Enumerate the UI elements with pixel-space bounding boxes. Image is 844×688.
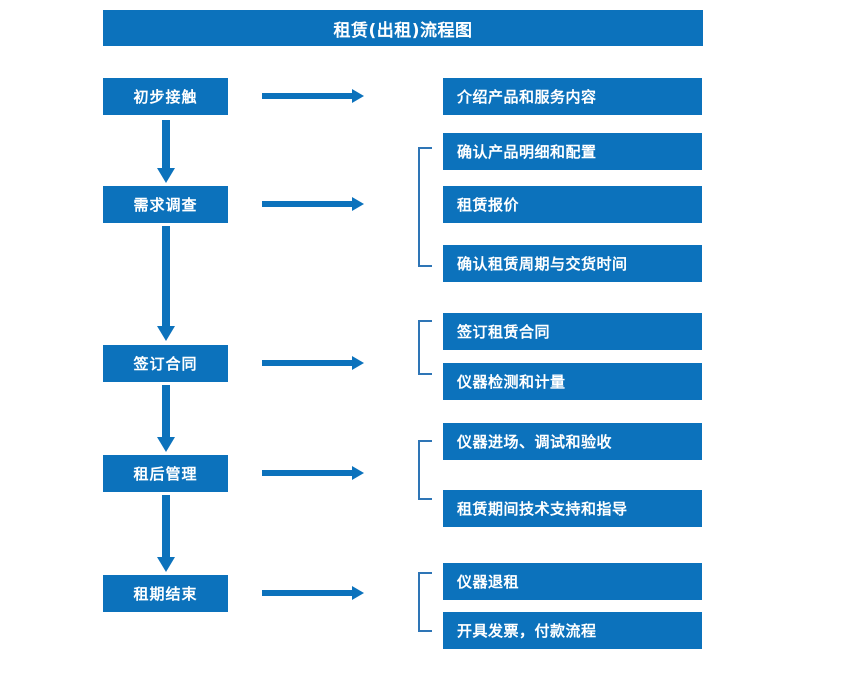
group-bracket-5 bbox=[417, 572, 433, 632]
right-arrow-2 bbox=[262, 196, 365, 212]
detail-box-9[interactable]: 仪器退租 bbox=[443, 563, 702, 600]
stage-box-4[interactable]: 租后管理 bbox=[103, 455, 228, 492]
right-arrow-3 bbox=[262, 355, 365, 371]
down-arrow-3 bbox=[155, 385, 177, 453]
down-arrow-4 bbox=[155, 495, 177, 573]
detail-box-4[interactable]: 确认租赁周期与交货时间 bbox=[443, 245, 702, 282]
stage-box-5[interactable]: 租期结束 bbox=[103, 575, 228, 612]
detail-box-5[interactable]: 签订租赁合同 bbox=[443, 313, 702, 350]
stage-box-2[interactable]: 需求调查 bbox=[103, 186, 228, 223]
detail-box-2[interactable]: 确认产品明细和配置 bbox=[443, 133, 702, 170]
right-arrow-5 bbox=[262, 585, 365, 601]
detail-box-1[interactable]: 介绍产品和服务内容 bbox=[443, 78, 702, 115]
detail-box-6[interactable]: 仪器检测和计量 bbox=[443, 363, 702, 400]
group-bracket-2 bbox=[417, 147, 433, 267]
page-title: 租赁(出租)流程图 bbox=[103, 10, 703, 46]
down-arrow-2 bbox=[155, 226, 177, 342]
group-bracket-4 bbox=[417, 440, 433, 500]
detail-box-8[interactable]: 租赁期间技术支持和指导 bbox=[443, 490, 702, 527]
detail-box-3[interactable]: 租赁报价 bbox=[443, 186, 702, 223]
stage-box-3[interactable]: 签订合同 bbox=[103, 345, 228, 382]
right-arrow-4 bbox=[262, 465, 365, 481]
detail-box-10[interactable]: 开具发票，付款流程 bbox=[443, 612, 702, 649]
detail-box-7[interactable]: 仪器进场、调试和验收 bbox=[443, 423, 702, 460]
down-arrow-1 bbox=[155, 120, 177, 184]
stage-box-1[interactable]: 初步接触 bbox=[103, 78, 228, 115]
right-arrow-1 bbox=[262, 88, 365, 104]
group-bracket-3 bbox=[417, 320, 433, 375]
